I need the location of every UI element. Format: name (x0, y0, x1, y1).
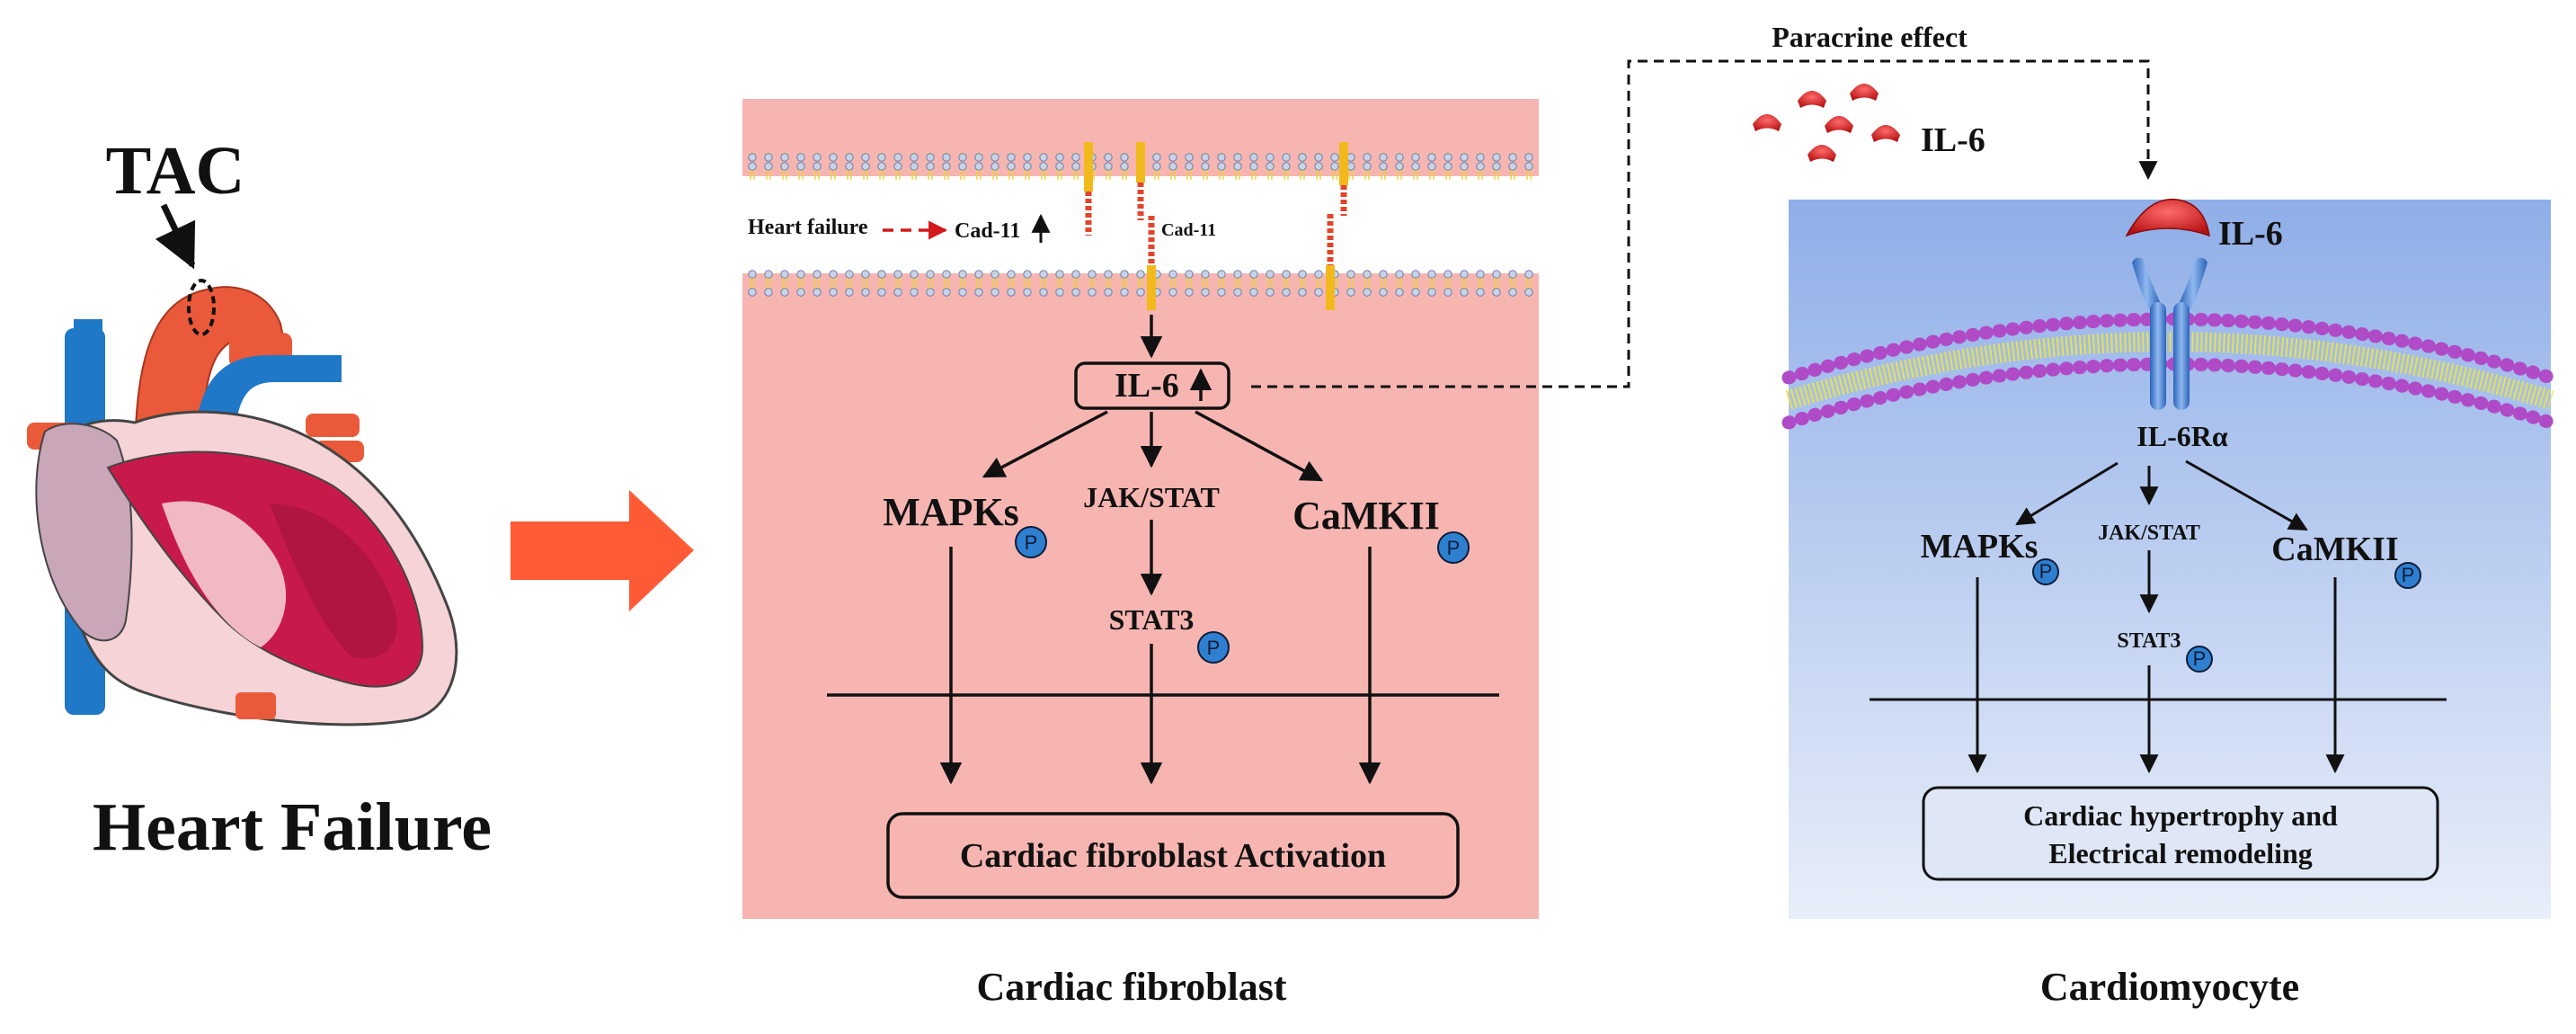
il6-to-camkii-arrow (1195, 410, 1324, 482)
cm-receptor-to-mapks-arrow (2015, 461, 2119, 526)
svg-text:P: P (2193, 647, 2207, 670)
cm-jakstat-label: JAK/STAT (2098, 521, 2200, 545)
cad11-up-label: Cad-11 (955, 219, 1020, 243)
il6-box (1074, 361, 1230, 410)
transition-arrow-icon (511, 490, 694, 611)
paracrine-dashed-arrow (1251, 59, 2158, 388)
fibroblast-camkii-label: CaMKII (1292, 494, 1440, 538)
cad11-protein-1 (1084, 142, 1093, 236)
lower-membrane (742, 270, 1539, 297)
heart-failure-label: Heart failure (748, 216, 868, 239)
paracrine-label: Paracrine effect (1772, 21, 1968, 53)
tac-arrow (155, 203, 196, 270)
heart-failure-title: Heart Failure (93, 789, 492, 865)
cad11-label: Cad-11 (1161, 220, 1216, 240)
cm-outcome-line2: Electrical remodeling (2048, 837, 2313, 869)
phospho-badge-icon: P (1437, 531, 1470, 564)
cardiomyocyte-caption: Cardiomyocyte (2040, 965, 2299, 1009)
fibroblast-outcome-label: Cardiac fibroblast Activation (960, 837, 1386, 875)
heart-illustration (27, 203, 458, 726)
fibroblast-mapks-label: MAPKs (883, 490, 1019, 534)
cm-mapks-label: MAPKs (1921, 528, 2039, 566)
phospho-badge-icon: P (2186, 646, 2213, 673)
fibroblast-outcome-box (886, 812, 1460, 899)
il6-to-mapks-arrow (982, 410, 1108, 478)
il6-ligand-icon (2125, 198, 2210, 237)
fibroblast-stat3-label: STAT3 (1109, 603, 1195, 636)
il6-receptor-label: IL-6Rα (2136, 420, 2228, 452)
cm-receptor-to-camkii-arrow (2185, 459, 2308, 531)
svg-text:P: P (2039, 560, 2053, 583)
tac-constriction-marker (187, 279, 216, 336)
cad11-protein-2 (1136, 142, 1156, 310)
cm-il6-label: IL-6 (2218, 215, 2283, 253)
fibroblast-panel: Heart failure Cad-11 Cad-11 IL-6 MAPKs J… (742, 99, 1539, 919)
phospho-badge-icon: P (2394, 562, 2421, 589)
il6-receptor-icon (2132, 257, 2207, 410)
cm-membrane-tails (1785, 332, 2554, 410)
fibroblast-jakstat-label: JAK/STAT (1083, 481, 1220, 513)
fibroblast-il6-label: IL-6 (1115, 367, 1179, 405)
cm-membrane-inner (1781, 357, 2558, 430)
cardiomyocyte-panel: IL-6 IL-6Rα MAPKs JAK/STAT CaMKII P P ST… (1781, 198, 2558, 919)
svg-text:P: P (1207, 637, 1221, 659)
cm-outcome-box (1922, 786, 2439, 881)
il6-molecules-icon (1753, 84, 1900, 162)
svg-text:P: P (1447, 537, 1461, 559)
paracrine-il6-label: IL-6 (1921, 121, 1985, 159)
cad11-protein-3 (1326, 142, 1348, 310)
svg-text:P: P (2402, 564, 2415, 586)
cm-stat3-label: STAT3 (2117, 629, 2181, 653)
svg-text:P: P (1025, 531, 1038, 554)
fibroblast-caption: Cardiac fibroblast (976, 965, 1286, 1009)
tac-label: TAC (106, 133, 245, 209)
cm-outcome-line1: Cardiac hypertrophy and (2023, 799, 2338, 832)
phospho-badge-icon: P (2032, 558, 2059, 585)
cm-membrane-outer (1781, 312, 2558, 385)
phospho-badge-icon: P (1197, 631, 1230, 664)
cm-camkii-label: CaMKII (2271, 530, 2398, 568)
phospho-badge-icon: P (1015, 526, 1047, 558)
